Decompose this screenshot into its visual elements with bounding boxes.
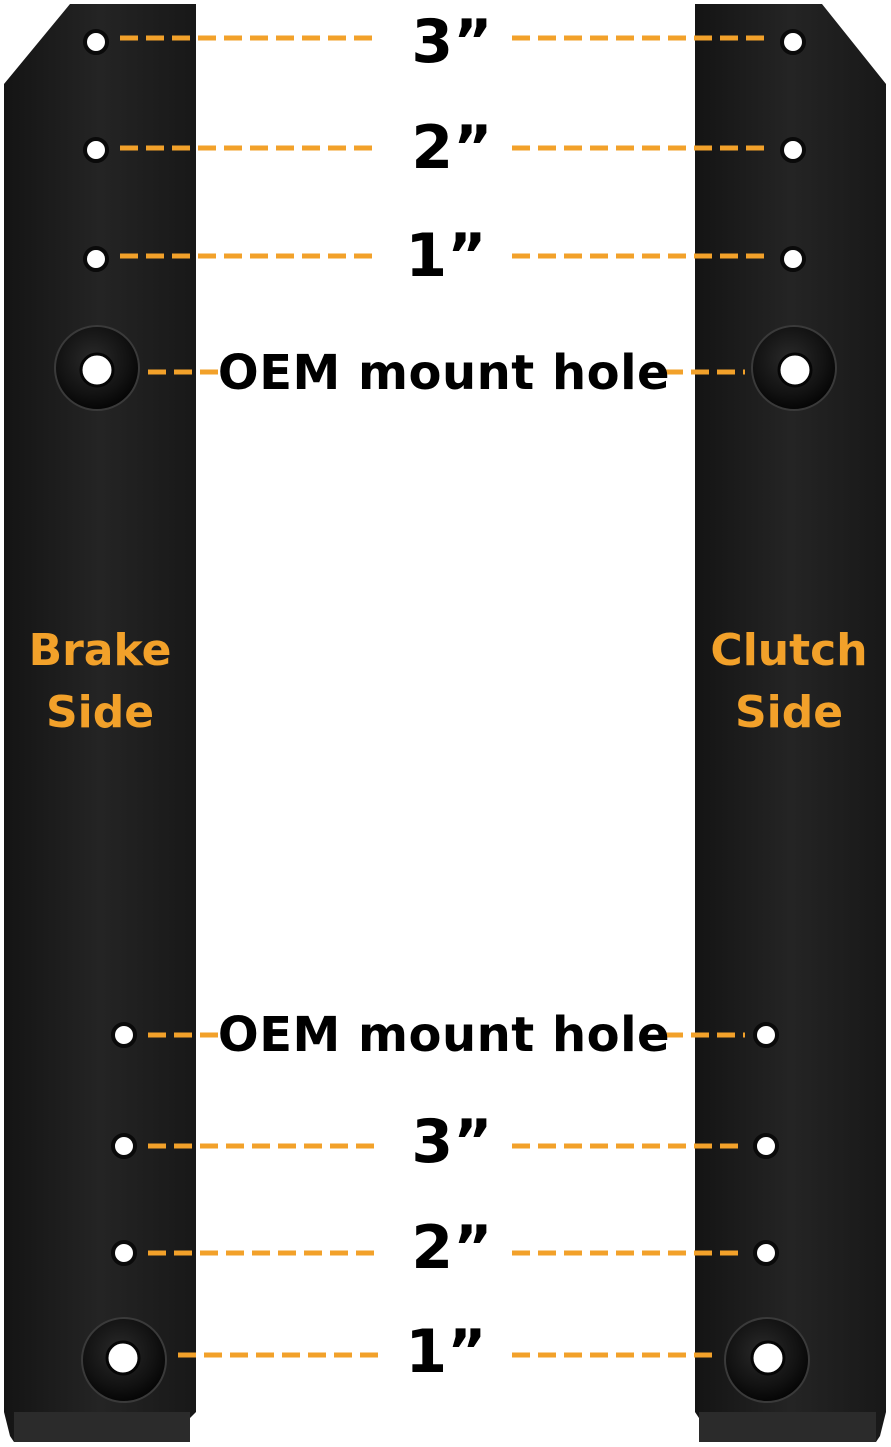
left-plate-foot — [14, 1412, 190, 1442]
label-bottom-3-inch: 3” — [411, 1107, 493, 1177]
label-bottom-1-inch: 1” — [405, 1317, 487, 1387]
hole-circle-icon — [753, 1022, 779, 1048]
clutch-side-line1: Clutch — [710, 625, 868, 676]
hole-circle-icon — [753, 1240, 779, 1266]
clutch-side-line2: Side — [734, 687, 844, 738]
label-top-1-inch: 1” — [405, 221, 487, 291]
label-top-2-inch: 2” — [411, 113, 493, 183]
countersunk-hole-icon — [751, 325, 837, 411]
brake-side-label: Brake Side — [29, 620, 172, 744]
countersunk-hole-icon — [724, 1317, 810, 1403]
hole-circle-icon — [780, 137, 806, 163]
left-plate — [4, 4, 196, 1442]
small-holes — [83, 29, 806, 1266]
guide-lines — [120, 35, 772, 1358]
countersunk-hole-icon — [54, 325, 140, 411]
hole-circle-icon — [111, 1240, 137, 1266]
hole-circle-icon — [83, 29, 109, 55]
hole-circle-icon — [780, 29, 806, 55]
hole-circle-icon — [111, 1022, 137, 1048]
right-plate-foot — [699, 1412, 876, 1442]
hole-circle-icon — [111, 1133, 137, 1159]
hole-circle-icon — [753, 1133, 779, 1159]
label-oem-mount-hole-bottom: OEM mount hole — [217, 1007, 671, 1063]
hole-circle-icon — [83, 137, 109, 163]
hole-circle-icon — [780, 246, 806, 272]
brake-side-line2: Side — [45, 687, 155, 738]
label-bottom-2-inch: 2” — [411, 1213, 493, 1283]
countersunk-hole-icon — [81, 1317, 167, 1403]
clutch-side-label: Clutch Side — [710, 620, 867, 744]
label-oem-mount-hole-top: OEM mount hole — [217, 345, 671, 401]
countersunk-holes — [54, 325, 837, 1403]
label-top-3-inch: 3” — [411, 7, 493, 77]
brake-side-line1: Brake — [28, 625, 172, 676]
right-plate — [695, 4, 886, 1442]
hole-circle-icon — [83, 246, 109, 272]
